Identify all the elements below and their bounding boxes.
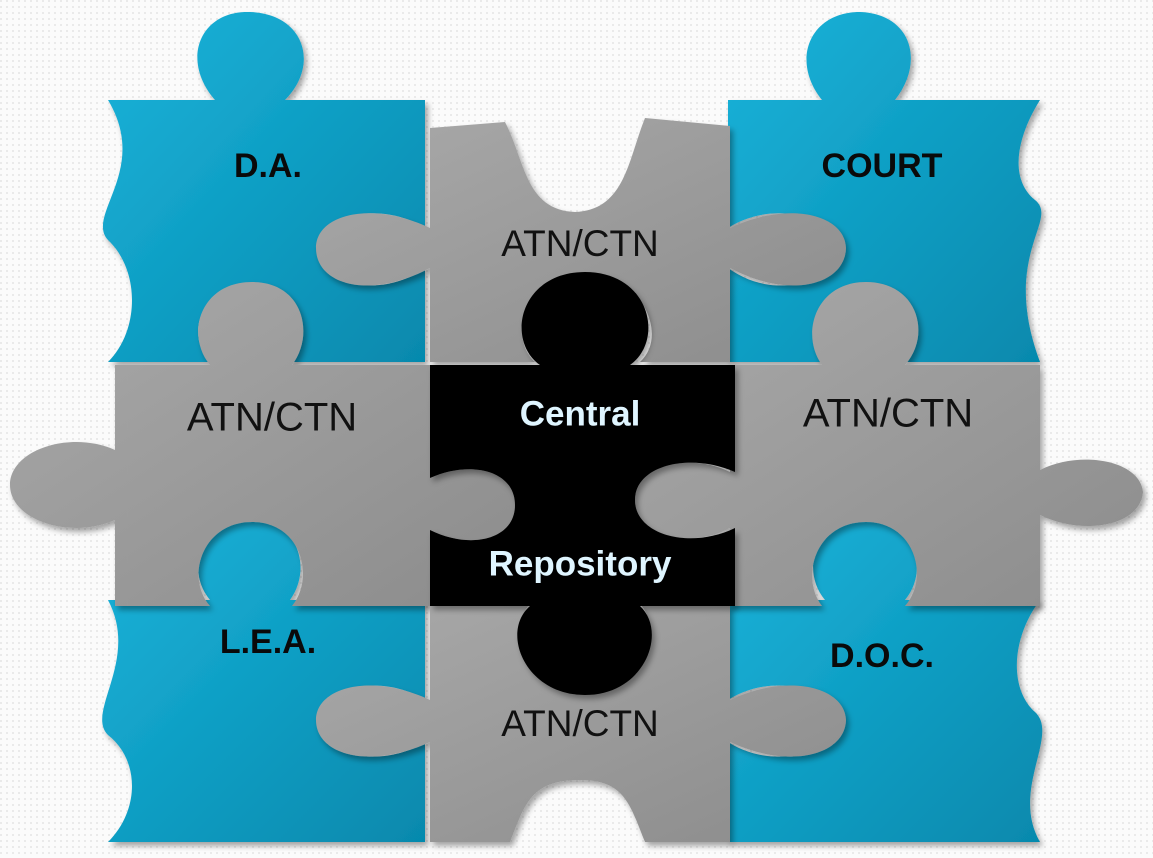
label-atn-right: ATN/CTN: [803, 392, 973, 436]
label-doc: D.O.C.: [830, 637, 934, 675]
label-central: Central: [520, 394, 641, 433]
puzzle-piece-atn-left: [10, 282, 515, 606]
label-atn-bottom: ATN/CTN: [501, 703, 659, 744]
label-lea: L.E.A.: [220, 623, 316, 661]
puzzle-piece-da: [102, 11, 425, 362]
puzzle-piece-court: [728, 12, 1042, 362]
label-atn-top: ATN/CTN: [501, 223, 659, 264]
label-atn-left: ATN/CTN: [187, 396, 357, 440]
puzzle-piece-atn-bottom: [316, 604, 846, 842]
puzzle-piece-atn-right: [635, 282, 1143, 606]
puzzle-piece-lea: [102, 518, 426, 842]
label-da: D.A.: [234, 147, 302, 185]
puzzle-piece-doc: [728, 518, 1043, 842]
label-court: COURT: [822, 147, 943, 185]
label-repository: Repository: [489, 544, 672, 583]
puzzle-piece-central-repository: [430, 272, 735, 695]
puzzle-piece-atn-top: [316, 118, 846, 362]
